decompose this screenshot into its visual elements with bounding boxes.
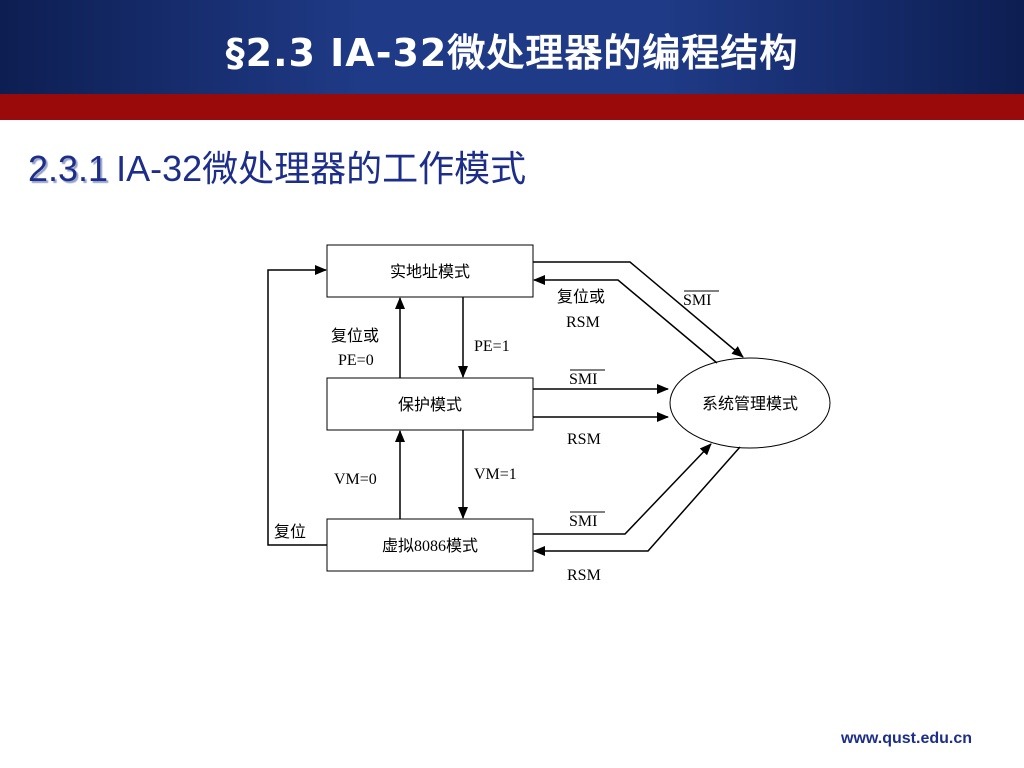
real-mode-label: 实地址模式 (390, 263, 470, 281)
label-smi-mid: SMI (569, 371, 597, 388)
title-bar: §2.3 IA-32微处理器的编程结构 (0, 0, 1024, 94)
slide-title: §2.3 IA-32微处理器的编程结构 (225, 31, 799, 75)
label-vm0: VM=0 (334, 471, 377, 488)
smm-label: 系统管理模式 (702, 395, 798, 413)
real-mode-box (326, 244, 534, 298)
section-number: 2.3.1 (28, 148, 109, 189)
label-smi-top: SMI (683, 292, 711, 309)
label-reset-or-pe0-2: PE=0 (338, 352, 374, 369)
smm-ellipse (669, 357, 831, 449)
footer-url: www.qust.edu.cn (841, 730, 972, 747)
label-reset-or-rsm-1: 复位或 (557, 288, 605, 306)
arrow-real-to-smm-outer (533, 261, 744, 358)
label-rsm-bottom: RSM (567, 567, 601, 584)
label-pe1: PE=1 (474, 338, 510, 355)
label-reset-or-rsm-2: RSM (566, 314, 600, 331)
label-rsm-mid: RSM (567, 431, 601, 448)
arrow-v86-to-smm (533, 443, 712, 535)
protected-mode-label: 保护模式 (398, 396, 462, 414)
arrow-smm-to-real (533, 275, 718, 364)
label-vm1: VM=1 (474, 466, 517, 483)
arrow-v86-to-real-reset (267, 265, 327, 546)
label-reset-or-pe0-1: 复位或 (331, 327, 379, 345)
label-smi-bottom: SMI (569, 513, 597, 530)
v86-mode-box (326, 518, 534, 572)
v86-mode-label: 虚拟8086模式 (382, 537, 478, 555)
label-reset: 复位 (274, 523, 306, 541)
accent-bar (0, 94, 1024, 120)
section-text: IA-32微处理器的工作模式 (116, 148, 527, 189)
protected-mode-box (326, 377, 534, 431)
arrow-smm-to-v86 (533, 446, 741, 556)
